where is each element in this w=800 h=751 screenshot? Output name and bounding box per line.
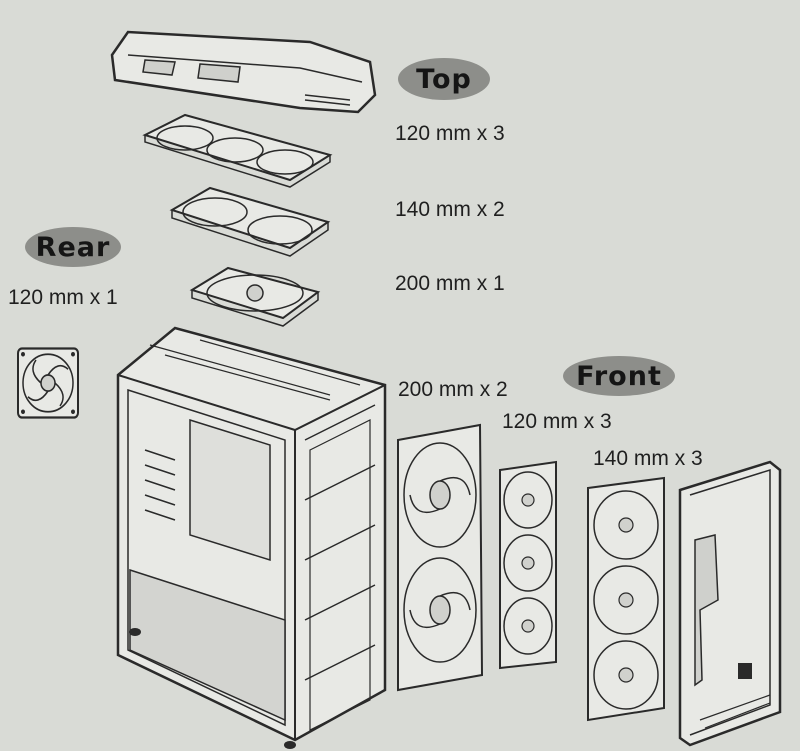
top-panel-icon <box>110 30 377 114</box>
top-120-spec: 120 mm x 3 <box>395 122 505 145</box>
fan-icon <box>397 423 484 692</box>
top-140-spec: 140 mm x 2 <box>395 198 505 221</box>
front-label: Front <box>563 356 675 396</box>
top-label: Top <box>398 58 490 100</box>
fan-icon <box>169 186 331 257</box>
fan-icon <box>142 113 333 188</box>
fan-icon <box>499 460 557 670</box>
front-panel-icon <box>678 460 782 747</box>
fan-icon <box>587 476 665 722</box>
front-120-spec: 120 mm x 3 <box>502 410 612 433</box>
front-140-spec: 140 mm x 3 <box>593 447 703 470</box>
front-200-spec: 200 mm x 2 <box>398 378 508 401</box>
case-chassis-icon <box>116 326 387 749</box>
top-200-spec: 200 mm x 1 <box>395 272 505 295</box>
fan-icon <box>16 347 80 419</box>
rear-label: Rear <box>25 227 121 267</box>
fan-icon <box>189 266 321 327</box>
rear-120-spec: 120 mm x 1 <box>8 286 118 309</box>
